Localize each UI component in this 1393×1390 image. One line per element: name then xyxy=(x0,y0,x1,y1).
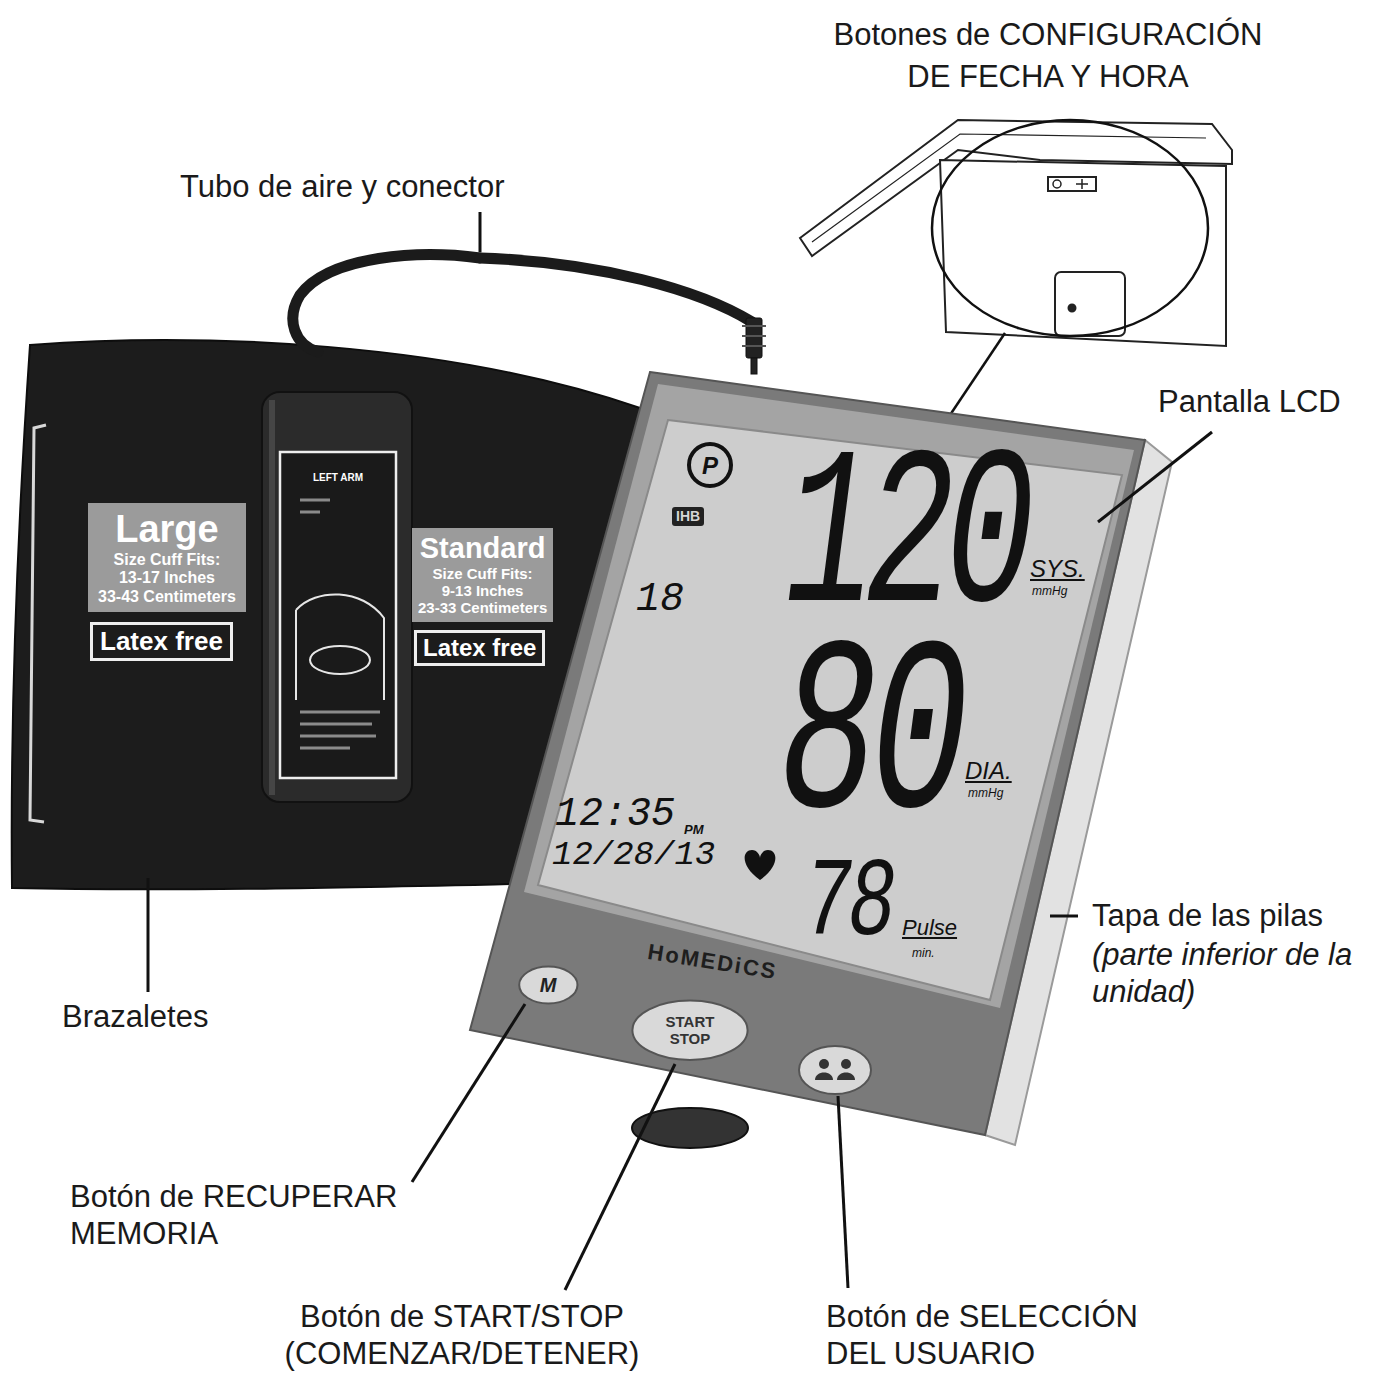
air-tube xyxy=(293,255,480,352)
leader-line xyxy=(1098,432,1212,522)
memory-button: M xyxy=(518,965,579,1005)
cuff xyxy=(30,425,46,822)
node-heading: START STOP xyxy=(662,1013,718,1048)
cuff xyxy=(262,392,412,802)
callout-label: Botones de CONFIGURACIÓN DE FECHA Y HORA xyxy=(828,14,1268,98)
inset-drawing xyxy=(1053,180,1061,188)
lcd-unit: Pulse xyxy=(902,915,957,941)
monitor-unit xyxy=(470,372,1172,1148)
node-heading: Latex free xyxy=(423,634,536,663)
user-select-button xyxy=(837,1073,855,1081)
leader-line xyxy=(148,212,1212,1290)
tube-connector xyxy=(751,358,757,374)
lcd-digits: 80 xyxy=(779,616,961,864)
inset-drawing xyxy=(940,160,1226,346)
inset-drawing xyxy=(1048,177,1096,191)
inset-drawing xyxy=(800,120,1232,346)
leader-line xyxy=(838,1096,848,1288)
latex-free-badge: Latex free xyxy=(90,622,233,661)
inset-callout xyxy=(932,120,1208,418)
inset-callout xyxy=(932,120,1208,336)
callout-label: Botón de RECUPERAR MEMORIA xyxy=(70,1178,420,1252)
cuff xyxy=(280,452,396,778)
leader-line xyxy=(412,1004,525,1182)
air-tube xyxy=(480,258,752,322)
user-select-button xyxy=(799,1046,871,1094)
callout-label: Botón de START/STOP (COMENZAR/DETENER) xyxy=(262,1298,662,1372)
lcd-symbols xyxy=(745,850,776,880)
user-select-button xyxy=(799,1046,871,1094)
callout-label: (parte inferior de la unidad) xyxy=(1092,936,1382,1010)
user-select-button xyxy=(819,1059,829,1069)
cuff xyxy=(269,400,275,795)
inset-drawing xyxy=(1069,305,1076,312)
start-stop-button: START STOP xyxy=(630,998,750,1063)
callout-label: Pantalla LCD xyxy=(1158,383,1341,420)
lcd-digits: 12:35 xyxy=(555,795,675,835)
leader-line xyxy=(565,1064,675,1290)
cuff xyxy=(300,500,330,512)
monitor-unit xyxy=(538,420,1122,1000)
node-text: Size Cuff Fits: xyxy=(418,565,547,582)
lcd-digits: 78 xyxy=(804,849,892,961)
node-text: 33-43 Centimeters xyxy=(98,588,236,606)
lcd-unit: DIA. xyxy=(965,757,1012,786)
lcd-digits: 18 xyxy=(636,576,684,624)
node-heading: Latex free xyxy=(100,626,223,657)
inset-drawing xyxy=(1055,272,1125,336)
tube-connector xyxy=(742,326,766,346)
leader-line xyxy=(479,212,482,252)
lcd-symbol: IHB xyxy=(672,507,704,526)
node-heading: Large xyxy=(98,509,236,551)
inset-callout xyxy=(948,333,1005,418)
cuff xyxy=(310,646,370,674)
cuff-print: LEFT ARM xyxy=(313,472,363,484)
callout-label: Tubo de aire y conector xyxy=(180,168,505,205)
cuff xyxy=(300,712,380,748)
button-outline xyxy=(519,967,577,1004)
node-heading: M xyxy=(540,974,557,996)
lcd-unit: min. xyxy=(912,946,935,960)
lcd-unit: PM xyxy=(684,822,704,838)
lcd-unit: SYS. xyxy=(1030,555,1085,584)
leader-line xyxy=(1050,915,1078,918)
tube-connector xyxy=(742,318,766,374)
node-text: 9-13 Inches xyxy=(418,582,547,599)
button-outline xyxy=(632,1000,747,1059)
tube-connector xyxy=(746,318,762,358)
cuff xyxy=(296,594,384,700)
user-select-button xyxy=(841,1059,851,1069)
callout-label: Tapa de las pilas xyxy=(1092,897,1323,934)
lcd-symbol: P xyxy=(702,452,718,481)
callout-label: Botón de SELECCIÓN DEL USUARIO xyxy=(826,1298,1166,1372)
brand-logo: HoMEDiCS xyxy=(645,939,778,986)
cuff-size-patch: StandardSize Cuff Fits:9-13 Inches23-33 … xyxy=(412,528,553,622)
leader-line xyxy=(147,878,150,992)
node-text: 13-17 Inches xyxy=(98,569,236,587)
node-text: 23-33 Centimeters xyxy=(418,599,547,616)
callout-label: Brazaletes xyxy=(62,998,208,1035)
lcd-symbols xyxy=(689,444,731,486)
node-heading: Standard xyxy=(418,533,547,565)
air-tube xyxy=(293,255,752,352)
user-select-button xyxy=(815,1073,833,1081)
latex-free-badge: Latex free xyxy=(414,630,545,667)
lcd-digits: 12/28/13 xyxy=(552,838,715,872)
lcd-unit: mmHg xyxy=(968,786,1003,800)
inset-drawing xyxy=(1076,179,1088,189)
cuff-size-patch: LargeSize Cuff Fits:13-17 Inches33-43 Ce… xyxy=(88,503,246,612)
monitor-unit xyxy=(470,372,1145,1135)
monitor-unit xyxy=(524,384,1134,1008)
node-text: Size Cuff Fits: xyxy=(98,551,236,569)
lcd-unit: mmHg xyxy=(1032,584,1067,598)
